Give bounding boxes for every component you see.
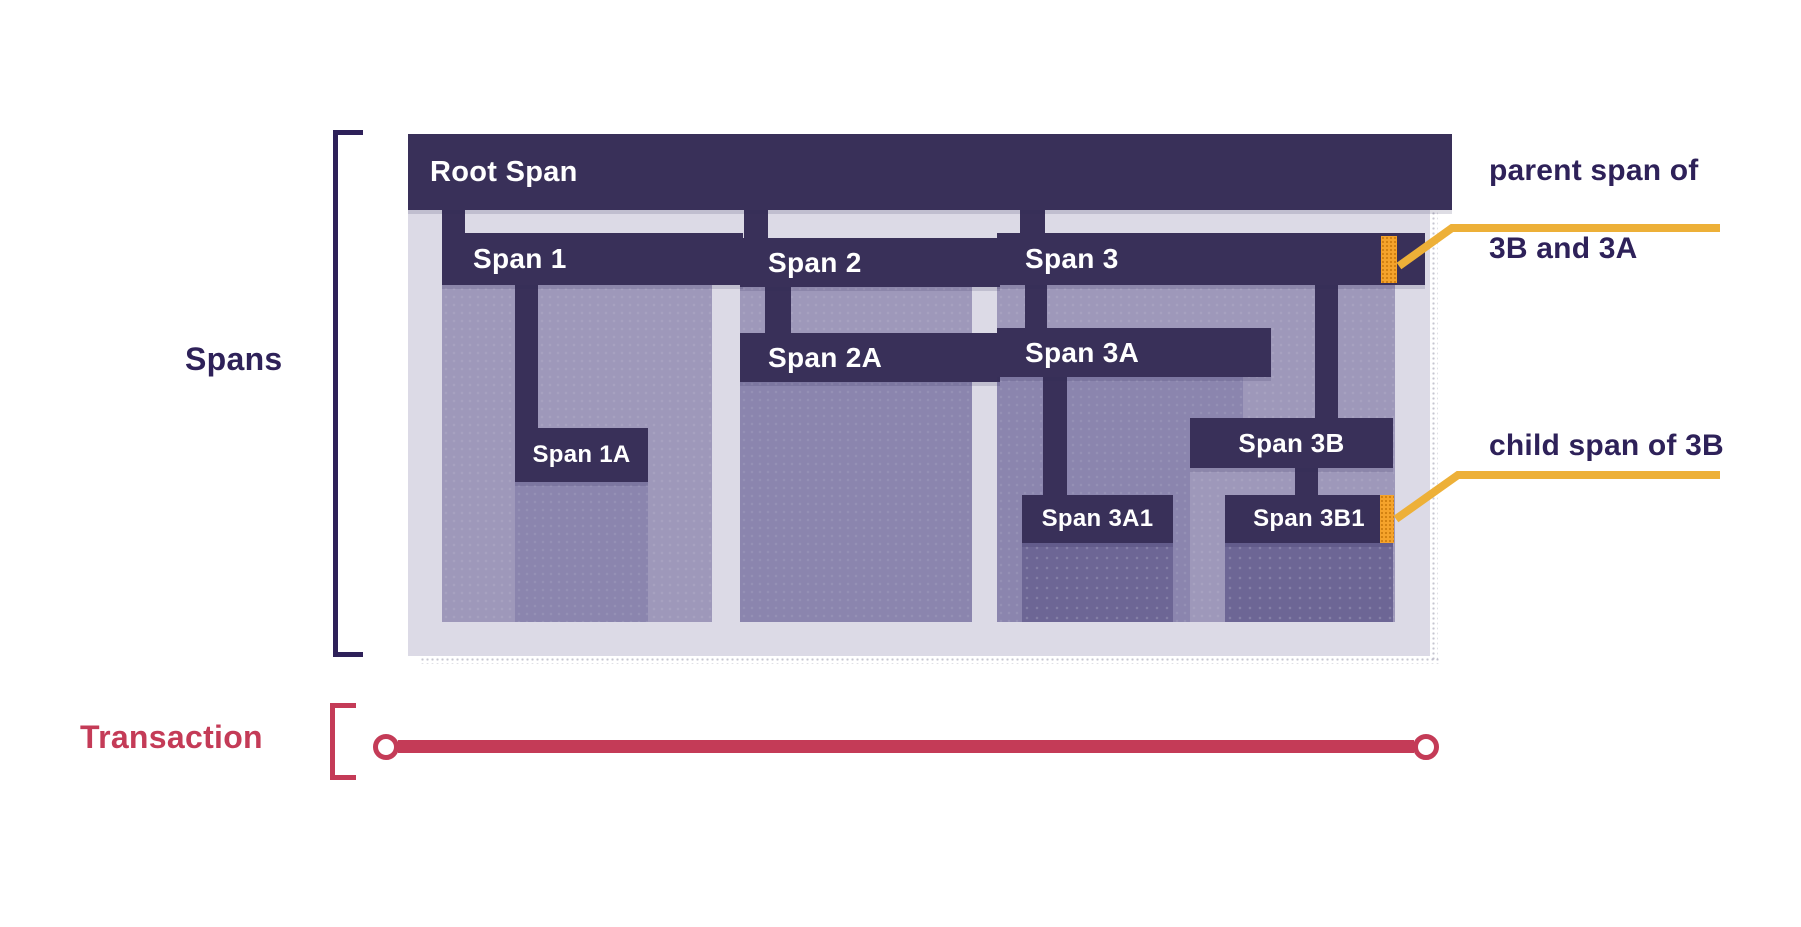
connector-span2-to-span2a [765, 285, 791, 333]
connector-span3b-to-span3b1 [1295, 468, 1318, 495]
span-3a1-duration [1022, 543, 1173, 622]
span-bar-1a: Span 1A [515, 428, 648, 482]
connector-span3a-to-span3a1 [1043, 377, 1067, 495]
span-bar-3a1: Span 3A1 [1022, 495, 1173, 543]
span-3-end-marker [1381, 236, 1397, 283]
span-bar-1: Span 1 [442, 233, 743, 285]
span-bar-3a: Span 3A [997, 328, 1271, 377]
span-bar-2-label: Span 2 [768, 246, 862, 278]
span-bar-root-label: Root Span [430, 155, 578, 188]
span-bar-3-label: Span 3 [1025, 243, 1119, 274]
span-bar-3b-label: Span 3B [1238, 427, 1345, 458]
span-bar-3b1: Span 3B1 [1225, 495, 1393, 543]
parent-annotation-text: parent span of 3B and 3A [1489, 112, 1699, 307]
transaction-start-circle [373, 734, 399, 760]
connector-root-to-span2 [744, 208, 768, 240]
transaction-bracket [330, 703, 356, 780]
connector-span3-to-span3a [1025, 285, 1047, 328]
span-3b1-end-marker [1380, 495, 1394, 543]
transaction-label: Transaction [80, 719, 263, 755]
span-bar-3b1-label: Span 3B1 [1253, 505, 1365, 532]
span-bar-1-label: Span 1 [473, 243, 567, 274]
parent-annotation-line1: parent span of [1489, 154, 1699, 187]
span-bar-2: Span 2 [740, 238, 1000, 287]
span-2a-duration [740, 380, 972, 622]
transaction-timeline [398, 740, 1414, 753]
span-bar-3a-label: Span 3A [1025, 336, 1140, 368]
connector-span1-to-span1a [515, 285, 538, 428]
span-bar-2a: Span 2A [740, 333, 1000, 382]
spans-label: Spans [185, 341, 283, 377]
parent-annotation-line [1396, 224, 1720, 270]
span-bar-3b: Span 3B [1190, 418, 1393, 468]
span-bar-root: Root Span [408, 134, 1452, 210]
span-bar-1a-label: Span 1A [532, 441, 631, 468]
child-annotation-line [1393, 471, 1720, 523]
transaction-end-circle [1413, 734, 1439, 760]
parent-annotation-line2: 3B and 3A [1489, 232, 1638, 265]
container-right-shadow [1431, 146, 1438, 662]
span-bar-2a-label: Span 2A [768, 341, 883, 373]
connector-root-to-span3 [1020, 208, 1045, 235]
container-bottom-shadow [420, 657, 1440, 664]
spans-bracket [333, 130, 363, 657]
connector-span3-to-span3b [1315, 285, 1338, 418]
span-3b1-duration [1225, 543, 1393, 622]
child-annotation-text: child span of 3B [1489, 429, 1724, 462]
span-1a-duration [515, 482, 648, 622]
span-bar-3a1-label: Span 3A1 [1041, 505, 1154, 532]
connector-root-to-span1 [442, 208, 465, 235]
span-bar-3: Span 3 [997, 233, 1425, 285]
